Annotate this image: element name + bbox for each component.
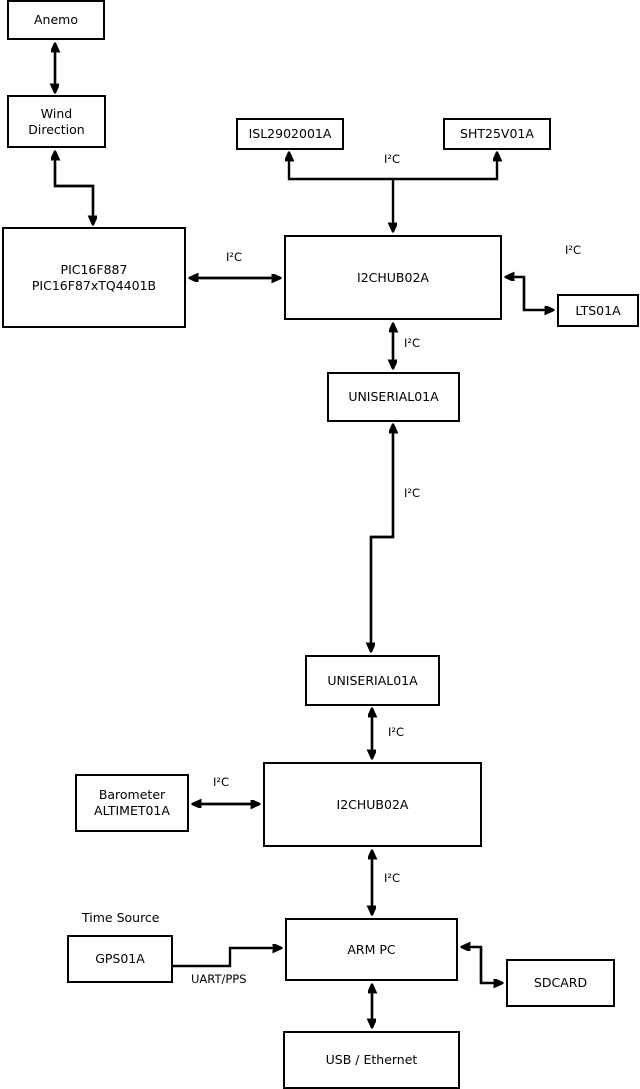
- node-i2chub02a-bottom[interactable]: I2CHUB02A: [263, 762, 482, 847]
- node-i2chub02a-top-label: I2CHUB02A: [357, 269, 429, 285]
- node-uniserial01a-top[interactable]: UNISERIAL01A: [327, 372, 460, 422]
- node-barometer[interactable]: Barometer ALTIMET01A: [75, 774, 189, 832]
- edge-armpc-to-sdcard: [479, 947, 502, 983]
- edge-lts-to-hub: [506, 277, 526, 310]
- node-uniserial01a-top-label: UNISERIAL01A: [348, 389, 439, 404]
- edge-sdcard-to-armpc: [462, 947, 483, 983]
- node-sdcard[interactable]: SDCARD: [506, 959, 615, 1007]
- node-sht25v01a-label: SHT25V01A: [460, 126, 534, 141]
- edge-label-i2c-uniserial-hub2: I²C: [388, 725, 405, 739]
- edge-label-i2c-barometer-hub2: I²C: [213, 775, 230, 789]
- edge-hub-to-lts: [522, 277, 553, 310]
- node-gps01a[interactable]: GPS01A: [67, 935, 173, 983]
- node-usb-ethernet-label: USB / Ethernet: [325, 1052, 418, 1067]
- node-isl2902001a[interactable]: ISL2902001A: [236, 118, 344, 150]
- edge-pic-to-wind: [55, 152, 95, 224]
- node-wind-direction[interactable]: Wind Direction: [7, 95, 106, 148]
- node-sdcard-label: SDCARD: [533, 975, 588, 990]
- edge-wind-to-pic: [53, 152, 93, 224]
- edge-label-i2c-hub2-armpc: I²C: [384, 871, 401, 885]
- edge-label-i2c-hub-lts: I²C: [565, 243, 582, 257]
- node-barometer-label: Barometer ALTIMET01A: [94, 787, 170, 818]
- label-time-source: Time Source: [82, 910, 160, 925]
- edge-label-uart-pps: UART/PPS: [191, 972, 247, 986]
- node-lts01a[interactable]: LTS01A: [557, 294, 639, 327]
- node-pic[interactable]: PIC16F887 PIC16F87xTQ4401B: [2, 227, 186, 328]
- edge-label-i2c-pic-hub: I²C: [226, 250, 243, 264]
- edge-label-i2c-hub-uniserial: I²C: [404, 336, 421, 350]
- edge-label-i2c-hub-sensors: I²C: [384, 152, 401, 166]
- edge-hub-to-isl: [289, 153, 393, 181]
- node-pic-label: PIC16F887 PIC16F87xTQ4401B: [31, 261, 157, 293]
- node-sht25v01a[interactable]: SHT25V01A: [443, 118, 551, 150]
- node-uniserial01a-bottom-label: UNISERIAL01A: [327, 672, 418, 688]
- node-i2chub02a-bottom-label: I2CHUB02A: [336, 796, 409, 812]
- node-arm-pc-label: ARM PC: [347, 941, 396, 957]
- edge-uniserial-top-to-bot: [371, 425, 395, 651]
- node-lts01a-label: LTS01A: [575, 302, 621, 318]
- node-usb-ethernet[interactable]: USB / Ethernet: [283, 1031, 460, 1089]
- node-gps01a-label: GPS01A: [95, 951, 145, 966]
- node-wind-direction-label: Wind Direction: [28, 105, 85, 137]
- edge-hub-to-sht: [393, 153, 497, 181]
- node-i2chub02a-top[interactable]: I2CHUB02A: [284, 235, 502, 320]
- node-anemo[interactable]: Anemo: [7, 0, 105, 40]
- node-anemo-label: Anemo: [34, 12, 78, 27]
- node-uniserial01a-bottom[interactable]: UNISERIAL01A: [305, 655, 440, 706]
- edge-gps-to-armpc: [173, 948, 281, 968]
- node-arm-pc[interactable]: ARM PC: [285, 918, 458, 981]
- node-isl2902001a-label: ISL2902001A: [248, 126, 332, 141]
- edge-label-i2c-uniserial-link: I²C: [404, 486, 421, 500]
